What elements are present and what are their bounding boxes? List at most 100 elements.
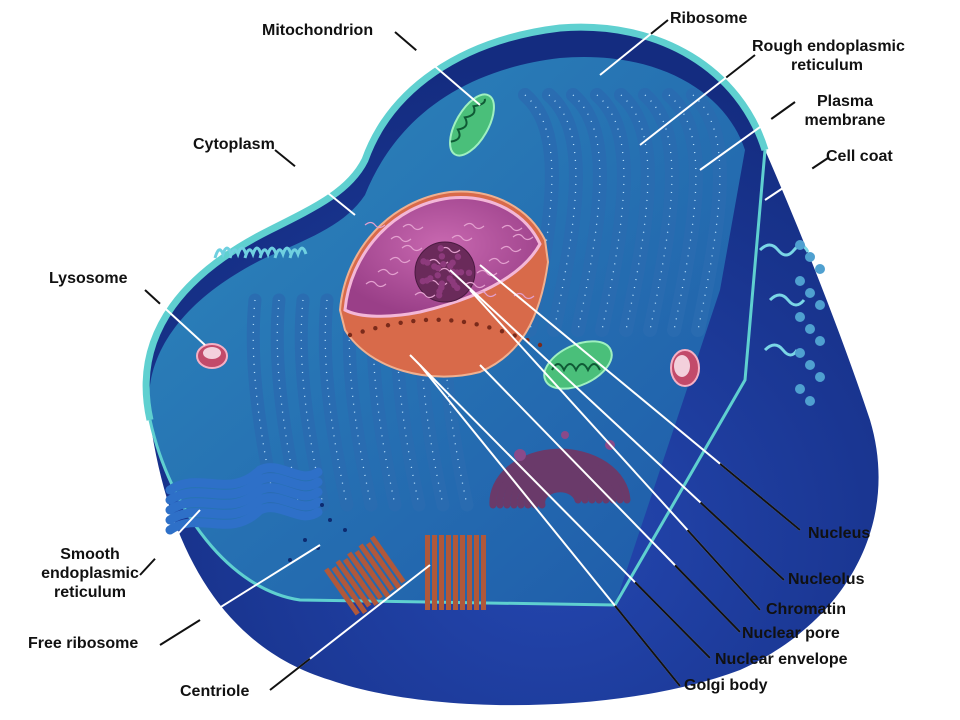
chromatin — [364, 221, 535, 300]
label-cell-coat: Cell coat — [826, 148, 893, 165]
centriole-tubule — [331, 566, 368, 614]
free-ribosome — [343, 528, 347, 532]
chromatin-strand — [464, 281, 486, 289]
leader-line-outside — [770, 101, 796, 120]
surface-villus — [213, 246, 233, 259]
free-ribosome — [320, 503, 324, 507]
golgi-vesicle — [561, 431, 569, 439]
nuclear-pore — [411, 318, 416, 324]
label-rough-er: Rough endoplasmic reticulum — [752, 37, 905, 75]
label-plasma-membrane-line2: membrane — [804, 112, 886, 129]
centriole-tubule — [460, 535, 465, 610]
mitochondrion-shape — [449, 93, 495, 157]
nucleolus-granule — [465, 269, 473, 277]
lysosome-interior — [203, 347, 221, 359]
chromatin-strand — [513, 292, 535, 300]
golgi-cisterna — [496, 453, 624, 509]
leader-line-outside — [144, 289, 161, 305]
label-nucleus: Nucleus — [808, 525, 871, 542]
leader-line-outside — [650, 19, 669, 35]
coat-bump — [805, 288, 815, 298]
chromatin-strand — [402, 223, 424, 231]
coat-bump — [795, 384, 805, 394]
golgi-cisterna — [489, 448, 631, 509]
chromatin-strand — [377, 268, 399, 276]
label-plasma-membrane: Plasma membrane — [800, 92, 890, 130]
surface-villi — [213, 246, 308, 259]
chromatin-strand — [414, 291, 436, 299]
mitochondrion-cristae — [551, 363, 601, 373]
mitochondrion-shape — [543, 340, 613, 390]
nuclear-pore — [461, 319, 467, 325]
golgi-cisterna — [510, 464, 610, 509]
membrane-cut-edge — [148, 149, 767, 607]
nucleolus-granule — [437, 245, 444, 252]
chromatin-strand — [501, 224, 523, 232]
nuclear-pore — [474, 322, 479, 327]
nucleolus-granule — [440, 260, 447, 268]
centriole-tubule — [432, 535, 437, 610]
nucleolus-granule — [451, 281, 458, 289]
golgi-cisterna — [531, 480, 589, 509]
chromatin-strand — [389, 256, 411, 264]
surface-villus — [258, 246, 278, 259]
golgi-cisterna — [503, 459, 617, 509]
surface-villus — [228, 246, 248, 259]
golgi-body — [489, 431, 631, 509]
nuclear-pore — [347, 332, 353, 338]
label-free-ribosome: Free ribosome — [28, 635, 139, 652]
coat-bump — [805, 324, 815, 334]
er-cisterna — [590, 88, 631, 337]
lysosome-interior — [674, 355, 690, 377]
chromatin-strand — [365, 280, 387, 288]
label-plasma-membrane-line1: Plasma — [816, 93, 874, 110]
label-ribosome: Ribosome — [670, 10, 748, 27]
centriole-tubule — [425, 535, 430, 610]
coat-bump — [815, 264, 825, 274]
smooth-er-tubule — [165, 473, 323, 505]
cell-coat — [758, 240, 825, 406]
leader-line-outside — [139, 558, 156, 576]
chromatin-strand — [390, 235, 412, 243]
free-ribosome — [288, 558, 292, 562]
label-nuclear-envelope: Nuclear envelope — [715, 651, 848, 668]
label-smooth-er-line1: Smooth — [60, 546, 120, 563]
label-smooth-er-line2: endoplasmic — [41, 565, 139, 582]
smooth-er-tubule — [165, 493, 323, 525]
chromatin-strand — [364, 221, 386, 229]
chromatin-strand — [463, 222, 485, 230]
centriole-tubule — [324, 567, 360, 616]
label-smooth-er: Smooth endoplasmic reticulum — [25, 545, 155, 602]
leader-line-outside — [811, 157, 829, 170]
smooth-er-tubule — [165, 463, 323, 495]
nucleus — [338, 190, 550, 378]
er-cisterna — [686, 88, 727, 337]
nucleolus-granule — [434, 264, 442, 272]
centriole-tubule — [467, 535, 472, 610]
coat-bump — [815, 336, 825, 346]
nuclear-pore — [487, 325, 492, 330]
smooth-er-tubule — [165, 503, 323, 535]
label-cytoplasm: Cytoplasm — [193, 136, 275, 153]
nucleolus-granule — [454, 253, 462, 260]
nucleolus-granule — [427, 275, 434, 282]
golgi-vesicle — [514, 449, 526, 461]
chromatin-strand — [512, 233, 534, 241]
coat-bump — [805, 252, 815, 262]
nucleolus-granule — [438, 280, 446, 287]
coat-bump — [795, 312, 805, 322]
coat-bump — [815, 300, 825, 310]
label-golgi-body: Golgi body — [684, 677, 768, 694]
coat-bump — [805, 396, 815, 406]
label-chromatin: Chromatin — [766, 601, 846, 618]
nuclear-pore — [436, 317, 441, 322]
label-mitochondrion: Mitochondrion — [262, 22, 374, 39]
er-cisterna — [542, 88, 583, 337]
centriole-tubule — [369, 535, 406, 584]
label-smooth-er-line3: reticulum — [53, 584, 126, 601]
free-ribosomes — [288, 503, 347, 562]
chromatin-strand — [401, 244, 423, 252]
chromatin-strand — [451, 234, 473, 242]
mitochondrion-middle — [543, 340, 613, 390]
